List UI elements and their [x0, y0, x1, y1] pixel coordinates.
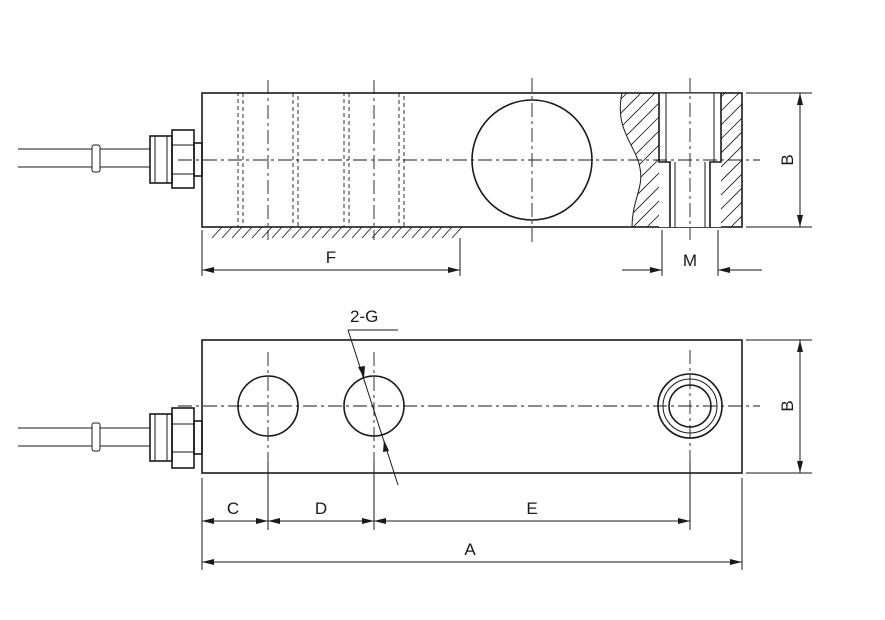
dimension-e: E	[374, 499, 690, 524]
label-m: M	[683, 251, 697, 270]
section-hatch	[620, 93, 742, 227]
dimension-b-bottom: B	[746, 339, 812, 474]
body-plan	[201, 339, 743, 474]
label-b-top: B	[778, 154, 797, 165]
bottom-view: 2-G B C	[18, 307, 812, 570]
dimension-b-top: B	[746, 92, 812, 228]
dimension-c: C	[202, 499, 268, 524]
label-a: A	[464, 540, 476, 559]
ground-hatch	[210, 226, 462, 239]
label-f: F	[326, 248, 336, 267]
cable-bottom	[18, 407, 203, 469]
label-b-bottom: B	[778, 400, 797, 411]
extension-lines	[201, 462, 743, 570]
label-c: C	[227, 499, 239, 518]
leader-2g: 2-G	[347, 307, 399, 486]
label-d: D	[315, 499, 327, 518]
dimension-d: D	[268, 499, 374, 524]
dimension-a: A	[202, 540, 742, 565]
centerlines-bottom	[178, 350, 760, 462]
dimension-m: M	[622, 230, 762, 276]
top-view: F M B	[18, 78, 812, 276]
label-2-g: 2-G	[350, 307, 378, 326]
centerlines-top	[178, 78, 760, 242]
label-e: E	[526, 499, 537, 518]
dimension-f: F	[201, 230, 461, 276]
cable-top	[18, 129, 203, 189]
